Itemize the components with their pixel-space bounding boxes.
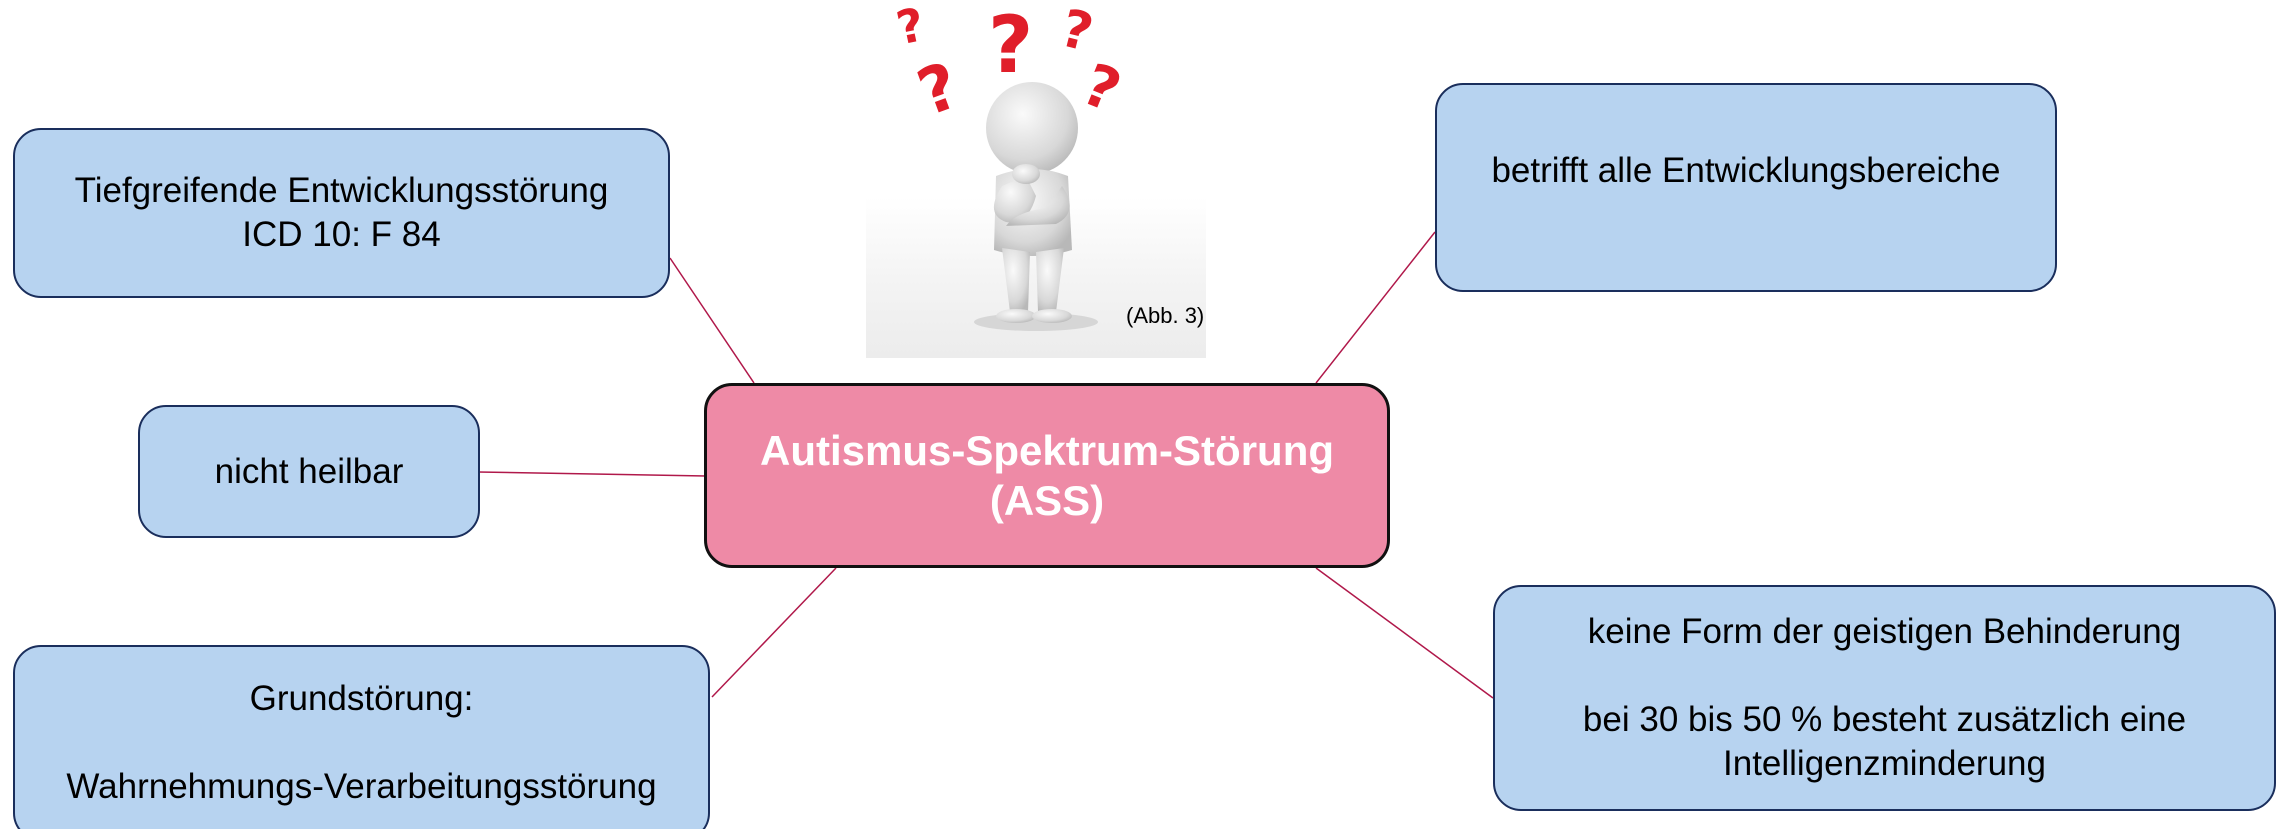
central-node: Autismus-Spektrum-Störung (ASS) (704, 383, 1390, 568)
node-heilbar: nicht heilbar (138, 405, 480, 538)
node-grundstoerung-line-2: Wahrnehmungs-Verarbeitungsstörung (66, 767, 657, 806)
thinking-figure: ? ? ? ? ? (866, 0, 1206, 358)
figure-caption: (Abb. 3) (1126, 303, 1205, 328)
connector-behinderung (1315, 567, 1494, 699)
svg-text:?: ? (1055, 0, 1099, 64)
central-node-title: Autismus-Spektrum-Störung (759, 426, 1334, 474)
thinking-person-with-question-marks-icon: ? ? ? ? ? (892, 0, 1130, 331)
node-geistige-behinderung-line-1: keine Form der geistigen Behinderung (1587, 612, 2182, 651)
node-icd-line-2: ICD 10: F 84 (242, 215, 441, 254)
node-entwicklungsbereiche: betrifft alle Entwicklungsbereiche (1435, 83, 2057, 292)
node-geistige-behinderung-line-2: bei 30 bis 50 % besteht zusätzlich eine (1582, 700, 2187, 739)
svg-text:?: ? (909, 49, 969, 131)
node-grundstoerung: Grundstörung: Wahrnehmungs-Verarbeitungs… (13, 645, 710, 829)
svg-text:?: ? (892, 0, 929, 55)
connector-heilbar (477, 471, 707, 477)
node-geistige-behinderung: keine Form der geistigen Behinderung bei… (1493, 585, 2276, 811)
node-icd: Tiefgreifende Entwicklungsstörung ICD 10… (13, 128, 670, 298)
connector-bereiche (1315, 231, 1436, 384)
node-icd-line-1: Tiefgreifende Entwicklungsstörung (74, 171, 609, 210)
node-entwicklungsbereiche-line-1: betrifft alle Entwicklungsbereiche (1491, 150, 2001, 190)
connector-grund (711, 567, 837, 698)
svg-text:?: ? (988, 1, 1033, 91)
connector-icd (669, 257, 755, 384)
node-heilbar-line-1: nicht heilbar (214, 451, 404, 491)
node-grundstoerung-line-1: Grundstörung: (249, 679, 474, 718)
central-node-abbreviation: (ASS) (989, 476, 1105, 524)
node-geistige-behinderung-line-3: Intelligenzminderung (1723, 744, 2046, 783)
